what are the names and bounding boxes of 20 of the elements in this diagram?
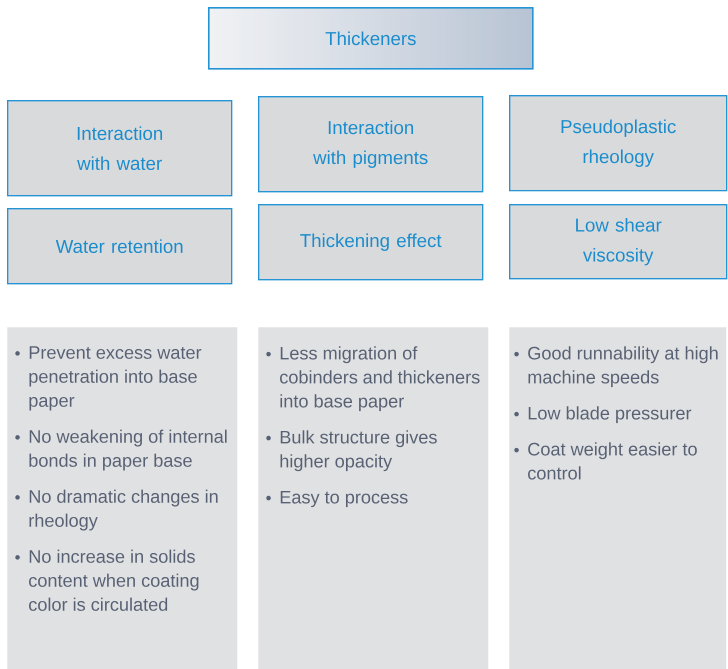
property-box: Pseudoplastic rheology bbox=[509, 95, 728, 192]
property-box: Thickening effect bbox=[258, 204, 484, 280]
bullet-item: Prevent excess water penetration into base paper bbox=[15, 346, 202, 411]
bullet-panel bbox=[7, 327, 238, 669]
property-box: Interaction with pigments bbox=[258, 96, 484, 192]
bullet-item: Good runnability at high machine speeds bbox=[514, 346, 718, 388]
bullet-item: Low blade pressurer bbox=[514, 406, 692, 424]
bullet-item: No weakening of internal bonds in paper base bbox=[15, 430, 227, 471]
property-box: Interaction with water bbox=[7, 100, 232, 196]
bullet-item: Less migration of cobinders and thickeners into base paper bbox=[266, 346, 480, 412]
bullet-item: No dramatic changes in rheology bbox=[15, 490, 218, 531]
bullet-item: No increase in solids content when coating color is circulated bbox=[15, 550, 198, 611]
bullet-item: Coat weight easier to control bbox=[514, 442, 697, 480]
property-box: Low shear viscosity bbox=[509, 204, 728, 280]
property-box: Water retention bbox=[7, 208, 232, 284]
bullet-item: Easy to process bbox=[266, 490, 408, 508]
bullet-panel bbox=[509, 327, 726, 669]
bullet-panel bbox=[258, 327, 488, 669]
title-box: Thickeners bbox=[208, 7, 534, 70]
bullet-item: Bulk structure gives higher opacity bbox=[266, 430, 437, 472]
